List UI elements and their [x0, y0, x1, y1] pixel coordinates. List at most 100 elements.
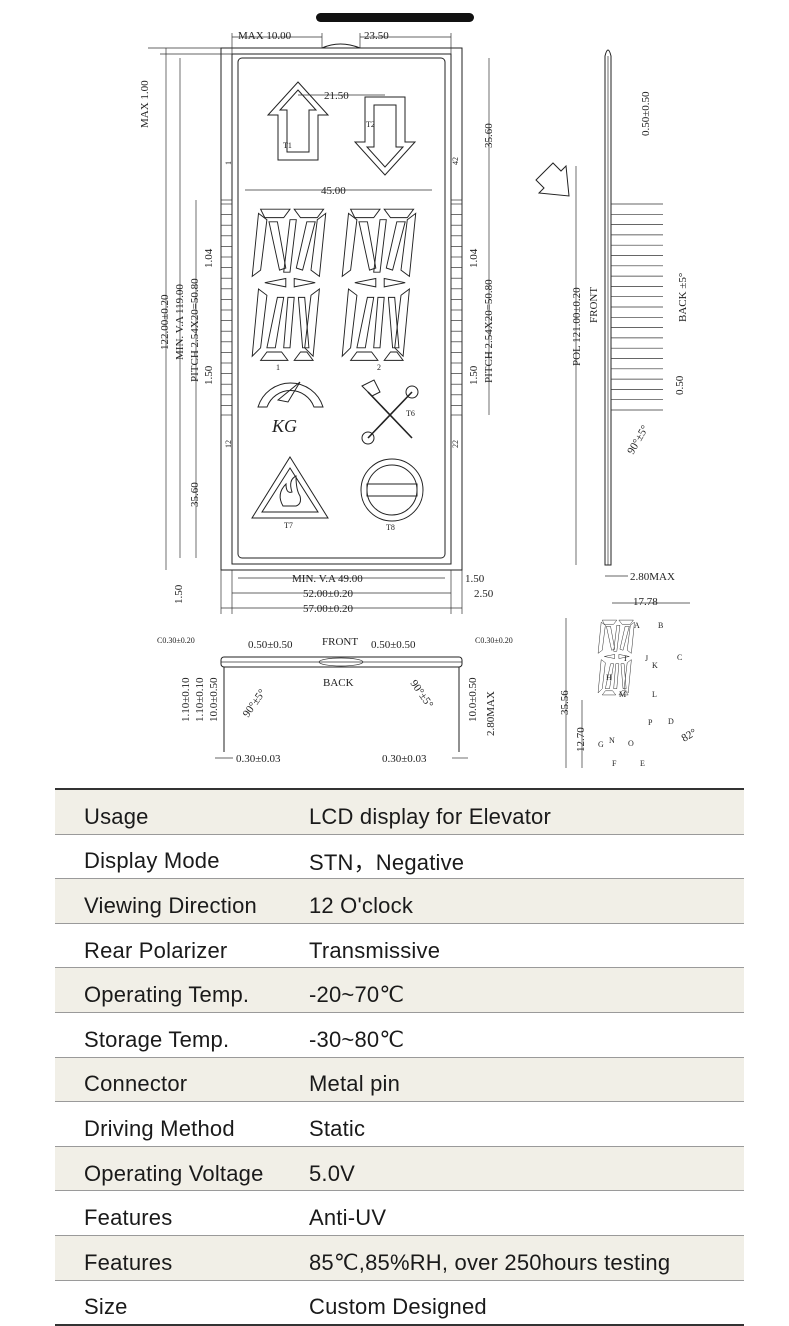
digit-1 [251, 208, 327, 361]
segment-letter: I [624, 654, 627, 663]
segment-letter: B [658, 621, 663, 630]
dim-max-1: MAX 1.00 [139, 80, 151, 128]
segment [620, 663, 627, 689]
dim-0-50-top: 0.50±0.50 [640, 91, 652, 136]
segment-letter: E [640, 759, 645, 768]
dim-0-50-l: 0.50±0.50 [248, 639, 293, 651]
spec-value: 5.0V [309, 1160, 356, 1186]
label-t8: T8 [386, 523, 395, 532]
spec-value: 12 O'clock [309, 892, 414, 918]
dim-angle-r: 90°±5° [408, 678, 436, 711]
side-view: POL 121.00±0.20 FRONT 0.50±0.50 BACK ±5°… [535, 49, 689, 583]
segment-letter: G [598, 740, 604, 749]
segment [259, 208, 291, 219]
spec-row: Storage Temp.-30~80℃ [55, 1011, 744, 1057]
segment-letter: D [668, 717, 674, 726]
segment [597, 659, 606, 694]
dim-1-04-right: 1.04 [468, 248, 480, 268]
segment [358, 221, 377, 271]
dim-122: 122.00±0.20 [159, 294, 171, 350]
segment [619, 626, 630, 651]
spec-value: LCD display for Elevator [309, 803, 552, 829]
dim-0-50-r: 0.50±0.50 [371, 639, 416, 651]
dim-pitch-left: PITCH 2.54X20=50.80 [189, 278, 201, 382]
segment [266, 296, 285, 349]
segment [383, 208, 415, 219]
dim-52: 52.00±0.20 [303, 588, 354, 600]
spec-label: Usage [84, 803, 149, 829]
up-arrow-icon [266, 81, 330, 161]
segment [606, 626, 615, 651]
label-front-bottom: FRONT [322, 636, 358, 648]
segment-letter: A [634, 621, 640, 630]
dim-seg-angle: 82° [680, 727, 699, 745]
segment [354, 277, 377, 288]
dim-57: 57.00±0.20 [303, 603, 354, 615]
spec-label: Storage Temp. [84, 1026, 230, 1052]
dim-seg-w: 17.78 [633, 596, 658, 608]
spec-value: Static [309, 1115, 366, 1141]
front-view: MAX 10.00 23.50 MAX 1.00 122.00±0.20 MIN… [139, 30, 495, 615]
label-digit-2: 2 [377, 363, 381, 372]
label-t7: T7 [284, 521, 293, 530]
segment [356, 296, 375, 349]
spec-label: Viewing Direction [84, 892, 257, 918]
dim-1-04-left: 1.04 [203, 248, 215, 268]
dim-0-30-r: 0.30±0.03 [382, 753, 427, 765]
segment-letter: N [609, 736, 615, 745]
fire-warning-icon: T7 [251, 456, 329, 530]
dim-0-30-l: 0.30±0.03 [236, 753, 281, 765]
segment-letter: K [652, 661, 658, 670]
dim-arrow-gap: 21.50 [324, 90, 349, 102]
label-kg: KG [271, 416, 297, 436]
spec-row: Usage LCD display for Elevator [55, 790, 744, 834]
spec-value: -20~70℃ [309, 982, 405, 1008]
segment [373, 296, 385, 349]
segment [383, 351, 405, 361]
view-direction-arrow-icon [535, 162, 570, 197]
segment [373, 219, 387, 273]
dim-pol-121: POL 121.00±0.20 [571, 287, 583, 366]
dim-35-60-top: 35.60 [483, 123, 495, 148]
segment [283, 296, 295, 349]
segment [349, 351, 379, 361]
dim-min-va-119: MIN. V.A 119.00 [174, 284, 186, 360]
dim-1-10-b: 1.10±0.10 [194, 677, 206, 722]
segment [618, 654, 630, 659]
dim-angle-l: 90°±5° [241, 687, 269, 720]
dim-1-10-a: 1.10±0.10 [180, 677, 192, 722]
segment [268, 221, 287, 271]
spec-label: Driving Method [84, 1115, 235, 1141]
kg-gauge-icon: KG [257, 381, 324, 436]
dim-1-50-left: 1.50 [203, 365, 215, 385]
segment [613, 625, 621, 652]
label-pin-42: 42 [451, 157, 460, 165]
dim-max-2-80-side: 2.80MAX [630, 571, 675, 583]
segment [618, 690, 629, 696]
segment-letter: L [652, 690, 657, 699]
label-t6: T6 [406, 409, 415, 418]
segment [613, 663, 620, 689]
segment-letter: J [645, 654, 648, 663]
dim-35-60-bottom: 35.60 [189, 482, 201, 507]
segment [597, 621, 606, 654]
down-arrow-icon [353, 96, 417, 176]
spec-row: Operating Temp.-20~70℃ [55, 967, 744, 1012]
digit-2 [341, 208, 417, 361]
spec-label: Rear Polarizer [84, 937, 228, 963]
spec-value: Metal pin [309, 1071, 401, 1097]
segment [310, 212, 327, 278]
segment [601, 690, 617, 696]
segment [259, 351, 289, 361]
segment [293, 351, 315, 361]
label-t2: T2 [366, 120, 375, 129]
spec-value: Custom Designed [309, 1294, 487, 1320]
spec-value: Anti-UV [309, 1205, 387, 1231]
dim-10-r: 10.0±0.50 [467, 677, 479, 722]
spec-row: Driving Method Static [55, 1101, 744, 1146]
